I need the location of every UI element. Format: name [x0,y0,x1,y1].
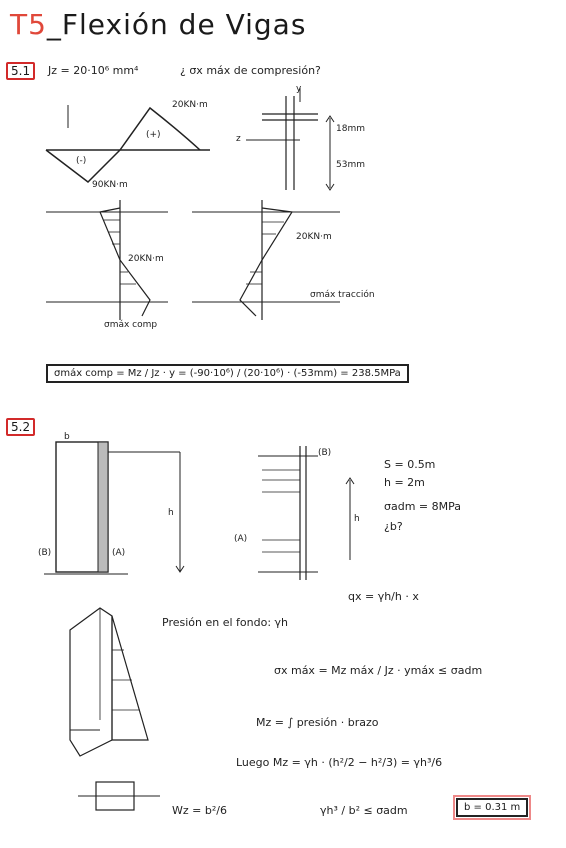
dim-a: 18mm [336,124,365,134]
moment-top-label: 20KN·m [172,100,208,110]
given-inertia: Jz = 20·10⁶ mm⁴ [48,64,139,77]
moment-equation: Mz = ∫ presión · brazo [256,716,379,729]
pressure-heading: Presión en el fondo: γh [162,616,289,629]
point-a-section: (A) [234,534,248,544]
formula-5-1: σmáx comp = Mz / Jz · y = (-90·10⁶) / (2… [46,364,409,383]
point-b-section: (B) [318,448,332,458]
question-5-1: ¿ σx máx de compresión? [180,64,321,77]
given-sigma: σadm = 8MPa [384,500,461,513]
region-plus: (+) [146,130,161,140]
label-h: h [168,508,174,518]
stress-label-2: σmáx comp [104,320,158,330]
given-s: S = 0.5m [384,458,436,471]
point-a: (A) [112,548,126,558]
label-b-top: b [64,432,70,442]
given-b-question: ¿b? [384,520,403,533]
given-h: h = 2m [384,476,425,489]
lever-equation: Luego Mz = γh · (h²/2 − h²/3) = γh³/6 [236,756,443,769]
label-h-section: h [354,514,360,524]
region-minus: (-) [76,156,87,166]
wz-equation: Wz = b²/6 [172,804,227,817]
q-line: qx = γh/h · x [348,590,419,603]
stress-label-3: 20KN·m [296,232,332,242]
stress-label-4: σmáx tracción [310,290,375,300]
result-box: b = 0.31 m [452,795,532,820]
page-title: T5_Flexión de Vigas [10,8,307,41]
section-label-5-2: 5.2 [6,418,36,436]
axis-y: y [296,84,302,94]
dim-b: 53mm [336,160,365,170]
section-label-5-1: 5.1 [6,62,36,80]
axis-z: z [236,134,241,144]
point-b: (B) [38,548,52,558]
final-inequality: γh³ / b² ≤ σadm [320,804,408,817]
moment-bottom-label: 90KN·m [92,180,128,190]
stress-equation: σx máx = Mz máx / Jz · ymáx ≤ σadm [274,664,483,677]
stress-label-1: 20KN·m [128,254,164,264]
